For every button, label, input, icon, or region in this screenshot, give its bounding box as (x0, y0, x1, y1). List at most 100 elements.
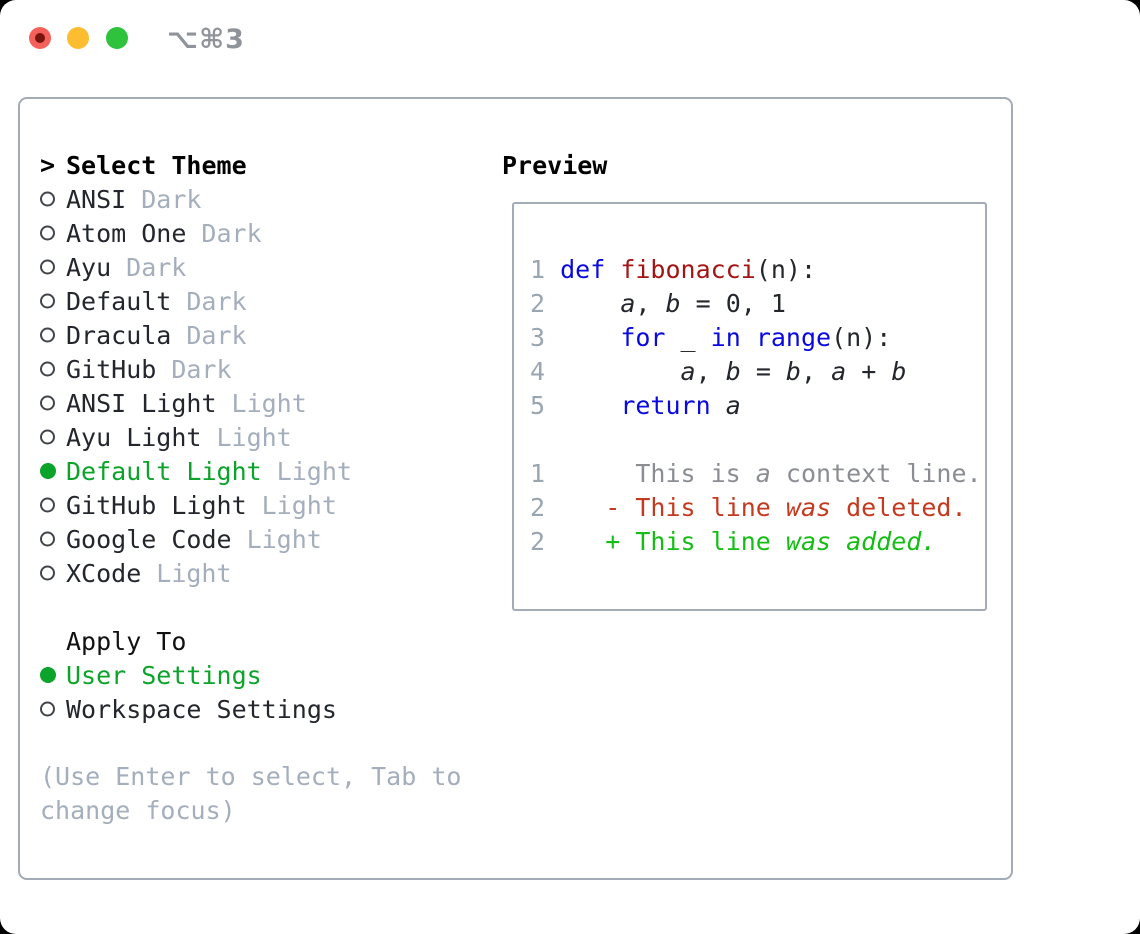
theme-name: Dracula (66, 320, 172, 350)
code-token-v: b (891, 357, 907, 386)
radio-unselected-icon (40, 327, 55, 343)
code-token-v: b (665, 289, 681, 318)
code-token-kw: def (560, 255, 606, 284)
code-token-v: a (680, 357, 696, 386)
code-token-p (545, 459, 635, 488)
theme-option-ansi-dark[interactable]: ANSI Dark (40, 182, 490, 216)
theme-name: Default (66, 286, 172, 316)
theme-name: Atom One (66, 218, 187, 248)
code-token-v: a (620, 289, 636, 318)
code-token-num: 2 (530, 289, 561, 318)
radio-unselected-icon (40, 531, 55, 547)
code-line: 1 def fibonacci(n): (530, 253, 982, 287)
theme-option-github-dark[interactable]: GitHub Dark (40, 352, 490, 386)
code-token-v: a (831, 357, 847, 386)
theme-option-xcode[interactable]: XCode Light (40, 556, 490, 590)
theme-variant-tag: Light (276, 456, 352, 486)
spacer (40, 726, 490, 760)
code-token-ctx: This is (635, 459, 756, 488)
preview-title: Preview (502, 150, 608, 180)
spacer (40, 590, 490, 624)
code-line: 2 + This line was added. (530, 525, 982, 559)
apply-option-label: Workspace Settings (66, 694, 337, 724)
radio-selected-icon (40, 667, 56, 683)
usage-hint: (Use Enter to select, Tab to change focu… (40, 762, 462, 825)
code-token-p: (n): (755, 255, 817, 284)
radio-unselected-icon (40, 259, 55, 275)
code-token-kw: in (710, 323, 741, 352)
radio-unselected-icon (40, 293, 55, 309)
apply-to-title: Apply To (40, 624, 490, 658)
theme-variant-tag: Light (156, 558, 232, 588)
theme-option-dracula-dark[interactable]: Dracula Dark (40, 318, 490, 352)
code-token-p: _ (665, 323, 711, 352)
theme-variant-tag: Dark (141, 184, 202, 214)
apply-option-user-settings[interactable]: User Settings (40, 658, 490, 692)
select-theme-title: > Select Theme (40, 148, 490, 182)
apply-option-label: User Settings (66, 660, 262, 690)
prompt-icon: > (40, 150, 56, 180)
code-line: 2 - This line was deleted. (530, 491, 982, 525)
theme-option-ayu-light[interactable]: Ayu Light Light (40, 420, 490, 454)
code-token-v: b (785, 357, 801, 386)
close-button[interactable] (29, 27, 51, 49)
theme-name: ANSI Light (66, 388, 217, 418)
theme-option-default-dark[interactable]: Default Dark (40, 284, 490, 318)
code-token-p (711, 391, 726, 420)
code-token-del: - This line (605, 493, 786, 522)
code-token-p: + (846, 357, 892, 386)
zoom-button[interactable] (106, 27, 128, 49)
code-token-num: 1 (530, 255, 561, 284)
code-token-p: , (800, 357, 832, 386)
code-line (530, 423, 982, 457)
code-token-p: = 0, 1 (680, 289, 786, 318)
apply-to-title-label: Apply To (66, 626, 187, 656)
code-line: 5 return a (530, 389, 982, 423)
code-token-kw: range (755, 323, 832, 352)
code-token-fn: fibonacci (620, 255, 756, 284)
code-token-p: = (740, 357, 786, 386)
code-token-p: , (695, 357, 726, 386)
code-token-ctx-i: a (755, 459, 771, 488)
apply-option-workspace-settings[interactable]: Workspace Settings (40, 692, 490, 726)
theme-variant-tag: Dark (186, 320, 247, 350)
code-token-kw: for (620, 323, 666, 352)
radio-unselected-icon (40, 429, 55, 445)
theme-option-ansi-light[interactable]: ANSI Light Light (40, 386, 490, 420)
code-line: 2 a, b = 0, 1 (530, 287, 982, 321)
code-line: 3 for _ in range(n): (530, 321, 982, 355)
code-token-v: b (725, 357, 741, 386)
code-token-kw: return (620, 391, 711, 420)
theme-name: GitHub (66, 354, 157, 384)
theme-variant-tag: Dark (186, 286, 247, 316)
minimize-button[interactable] (67, 27, 89, 49)
radio-unselected-icon (40, 361, 55, 377)
theme-name: GitHub Light (66, 490, 247, 520)
code-token-p (560, 357, 680, 386)
titlebar: ⌥⌘3 (0, 0, 1140, 76)
code-token-add (831, 527, 846, 556)
theme-variant-tag: Light (216, 422, 292, 452)
code-token-p (545, 527, 605, 556)
theme-name: Ayu Light (66, 422, 202, 452)
radio-unselected-icon (40, 395, 55, 411)
theme-option-github-light[interactable]: GitHub Light Light (40, 488, 490, 522)
theme-name: ANSI (66, 184, 127, 214)
theme-name: XCode (66, 558, 142, 588)
radio-unselected-icon (40, 225, 55, 241)
code-line: 1 This is a context line. (530, 457, 982, 491)
theme-variant-tag: Dark (171, 354, 232, 384)
theme-variant-tag: Light (231, 388, 307, 418)
code-token-p (741, 323, 756, 352)
code-token-p (560, 323, 620, 352)
theme-variant-tag: Light (261, 490, 337, 520)
